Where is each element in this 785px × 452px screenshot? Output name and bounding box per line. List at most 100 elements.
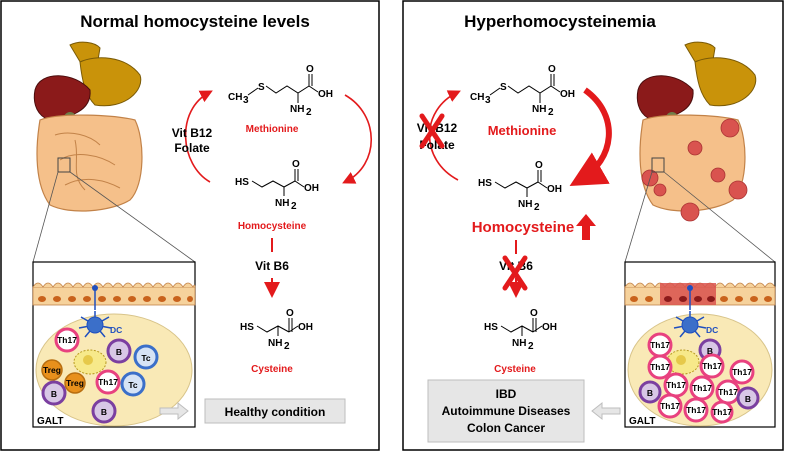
left-cell-b-1: B bbox=[106, 338, 132, 364]
right-immune-cells: Th17 B Th17 Th17 Th17 Th17 Th17 Th17 B T… bbox=[638, 332, 760, 424]
svg-text:B: B bbox=[647, 388, 653, 398]
right-outcome-box bbox=[427, 379, 585, 443]
right-cysteine-structure: HS O OH NH 2 bbox=[484, 308, 557, 352]
svg-text:OH: OH bbox=[298, 322, 313, 333]
svg-text:OH: OH bbox=[318, 89, 333, 100]
left-outcome-label: Healthy condition bbox=[225, 405, 326, 419]
svg-text:2: 2 bbox=[291, 201, 297, 212]
svg-text:HS: HS bbox=[240, 322, 254, 333]
svg-text:Th17: Th17 bbox=[650, 362, 670, 372]
svg-text:B: B bbox=[707, 346, 713, 356]
left-cell-th17-2: Th17 bbox=[95, 369, 121, 395]
left-methionine-label: Methionine bbox=[246, 124, 299, 135]
left-dendritic-cell: DC bbox=[78, 285, 122, 338]
right-cysteine-label: Cysteine bbox=[494, 364, 536, 375]
right-methionine-label: Methionine bbox=[488, 123, 557, 138]
right-liver bbox=[636, 75, 694, 119]
right-epithelium bbox=[624, 282, 776, 306]
svg-text:HS: HS bbox=[478, 178, 492, 189]
right-dendritic-cell: DC bbox=[673, 285, 718, 338]
svg-text:OH: OH bbox=[542, 322, 557, 333]
right-cell-th17-4: Th17 bbox=[729, 359, 755, 385]
left-cysteine-label: Cysteine bbox=[251, 364, 293, 375]
left-folate-label: Folate bbox=[174, 141, 210, 155]
right-increase-arrow bbox=[576, 214, 596, 240]
svg-text:NH: NH bbox=[518, 199, 532, 210]
right-galt-label: GALT bbox=[629, 416, 655, 427]
right-methionine-structure: CH 3 S O OH NH 2 bbox=[470, 64, 575, 118]
svg-text:S: S bbox=[258, 82, 265, 93]
svg-text:O: O bbox=[292, 159, 300, 170]
svg-text:2: 2 bbox=[306, 107, 312, 118]
svg-text:Th17: Th17 bbox=[660, 401, 680, 411]
left-epithelium bbox=[32, 282, 196, 306]
left-immune-cells: Th17 B Tc Treg Treg Th17 Tc B B bbox=[41, 327, 159, 424]
left-galt-box: DC Th17 B Tc Treg Treg Th17 Tc B B GALT bbox=[32, 261, 196, 428]
right-cell-th17-9: Th17 bbox=[683, 397, 709, 423]
right-outcome-arrow bbox=[591, 401, 621, 421]
svg-text:2: 2 bbox=[528, 341, 534, 352]
left-demethylation-arrow bbox=[342, 94, 373, 184]
right-demethylation-arrow bbox=[569, 87, 612, 186]
svg-text:2: 2 bbox=[548, 107, 554, 118]
left-metabolism: Vit B12 Folate CH 3 S O OH NH 2 Methioni… bbox=[172, 64, 373, 375]
svg-text:Treg: Treg bbox=[66, 378, 84, 388]
left-cell-th17-1: Th17 bbox=[54, 327, 80, 353]
svg-text:CH: CH bbox=[470, 92, 484, 103]
left-digestive-organs bbox=[32, 41, 196, 263]
svg-text:O: O bbox=[306, 64, 314, 75]
svg-text:3: 3 bbox=[485, 95, 491, 106]
svg-text:B: B bbox=[116, 347, 122, 357]
left-cell-b-3: B bbox=[91, 398, 117, 424]
svg-text:Th17: Th17 bbox=[702, 361, 722, 371]
left-liver bbox=[33, 75, 91, 119]
right-panel: Hyperhomocysteinemia Vit B12 Folate CH 3… bbox=[402, 0, 784, 451]
svg-text:Treg: Treg bbox=[43, 365, 61, 375]
left-cell-b-2: B bbox=[41, 380, 67, 406]
right-dc-label: DC bbox=[706, 325, 718, 335]
left-vit-b6-label: Vit B6 bbox=[255, 259, 289, 273]
left-panel: Normal homocysteine levels Vit B12 Folat… bbox=[0, 0, 380, 451]
left-vit-b12-label: Vit B12 bbox=[172, 126, 213, 140]
left-cell-treg-1: Treg bbox=[41, 359, 63, 381]
right-b6-block-x bbox=[502, 255, 528, 291]
right-outcome-line-2: Autoimmune Diseases bbox=[442, 404, 571, 418]
svg-text:Th17: Th17 bbox=[666, 380, 686, 390]
svg-text:2: 2 bbox=[284, 341, 290, 352]
right-homocysteine-label: Homocysteine bbox=[472, 219, 575, 236]
svg-text:B: B bbox=[51, 389, 57, 399]
right-inflamed-patches bbox=[641, 118, 748, 222]
left-galt-label: GALT bbox=[37, 416, 63, 427]
left-cell-treg-2: Treg bbox=[64, 372, 86, 394]
left-title: Normal homocysteine levels bbox=[80, 12, 310, 31]
right-zoom-box bbox=[651, 157, 665, 173]
left-zoom-box bbox=[57, 157, 71, 173]
svg-text:3: 3 bbox=[243, 95, 249, 106]
svg-text:HS: HS bbox=[484, 322, 498, 333]
svg-text:Th17: Th17 bbox=[718, 387, 738, 397]
left-outcome-arrow bbox=[159, 401, 189, 421]
left-intestine bbox=[36, 114, 143, 212]
left-cell-tc-1: Tc bbox=[133, 344, 159, 370]
svg-text:O: O bbox=[548, 64, 556, 75]
svg-text:O: O bbox=[286, 308, 294, 319]
right-cell-th17-1: Th17 bbox=[647, 332, 673, 358]
right-outcome-line-1: IBD bbox=[496, 387, 517, 401]
right-metabolism: Vit B12 Folate CH 3 S O OH NH 2 M bbox=[417, 64, 612, 375]
left-cysteine-structure: HS O OH NH 2 bbox=[240, 308, 313, 352]
right-b12-block-x bbox=[419, 113, 445, 149]
right-cell-th17-10: Th17 bbox=[710, 400, 734, 424]
svg-text:B: B bbox=[745, 394, 751, 404]
svg-text:O: O bbox=[535, 160, 543, 171]
right-stomach bbox=[694, 57, 757, 107]
right-cell-th17-5: Th17 bbox=[663, 372, 689, 398]
right-title: Hyperhomocysteinemia bbox=[464, 12, 656, 31]
svg-text:NH: NH bbox=[290, 104, 304, 115]
right-digestive-organs bbox=[624, 41, 776, 263]
left-homocysteine-structure: HS O OH NH 2 bbox=[235, 159, 319, 212]
right-cell-th17-8: Th17 bbox=[657, 393, 683, 419]
svg-text:2: 2 bbox=[534, 202, 540, 213]
svg-text:NH: NH bbox=[275, 198, 289, 209]
svg-text:Tc: Tc bbox=[141, 353, 151, 363]
left-dc-label: DC bbox=[110, 325, 122, 335]
